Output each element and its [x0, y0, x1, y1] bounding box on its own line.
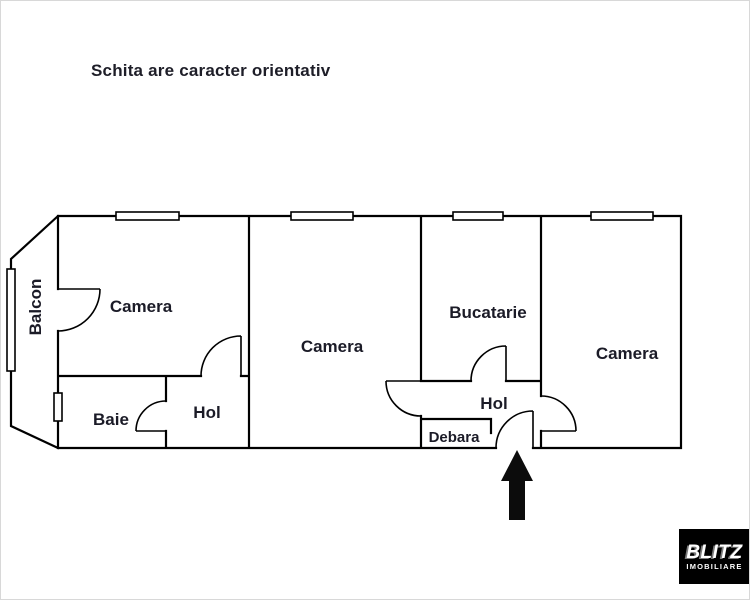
- windows: [6, 211, 654, 422]
- entrance-door-icon: [495, 410, 534, 449]
- window-icon: [590, 211, 654, 221]
- window-icon: [115, 211, 180, 221]
- room-label-bucatarie: Bucatarie: [449, 303, 526, 322]
- room-label-baie: Baie: [93, 410, 129, 429]
- camera-middle-door-icon: [385, 380, 422, 417]
- room-label-camera-left: Camera: [110, 297, 173, 316]
- door-swings: [57, 288, 577, 449]
- entrance-arrow-icon: [501, 450, 533, 520]
- logo-brand-text: BLITZ: [686, 541, 743, 563]
- window-icon: [290, 211, 354, 221]
- window-icon: [452, 211, 504, 221]
- logo-brand-subtitle: IMOBILIARE: [686, 561, 743, 571]
- room-label-camera-right: Camera: [596, 344, 659, 363]
- disclaimer-title: Schita are caracter orientativ: [91, 61, 331, 80]
- balcony-door-icon: [57, 288, 101, 332]
- room-label-debara: Debara: [429, 429, 481, 446]
- room-label-hol-left: Hol: [193, 403, 220, 422]
- room-label-hol-right: Hol: [480, 394, 507, 413]
- brand-logo: BLITZ IMOBILIARE: [679, 529, 749, 584]
- window-icon: [53, 392, 63, 422]
- window-icon: [6, 268, 16, 372]
- room-label-camera-middle: Camera: [301, 337, 364, 356]
- camera-right-door-icon: [540, 395, 577, 432]
- camera-left-door-icon: [200, 335, 242, 377]
- baie-door-icon: [135, 400, 167, 432]
- room-label-balcon: Balcon: [26, 279, 45, 336]
- bucatarie-door-icon: [470, 345, 507, 382]
